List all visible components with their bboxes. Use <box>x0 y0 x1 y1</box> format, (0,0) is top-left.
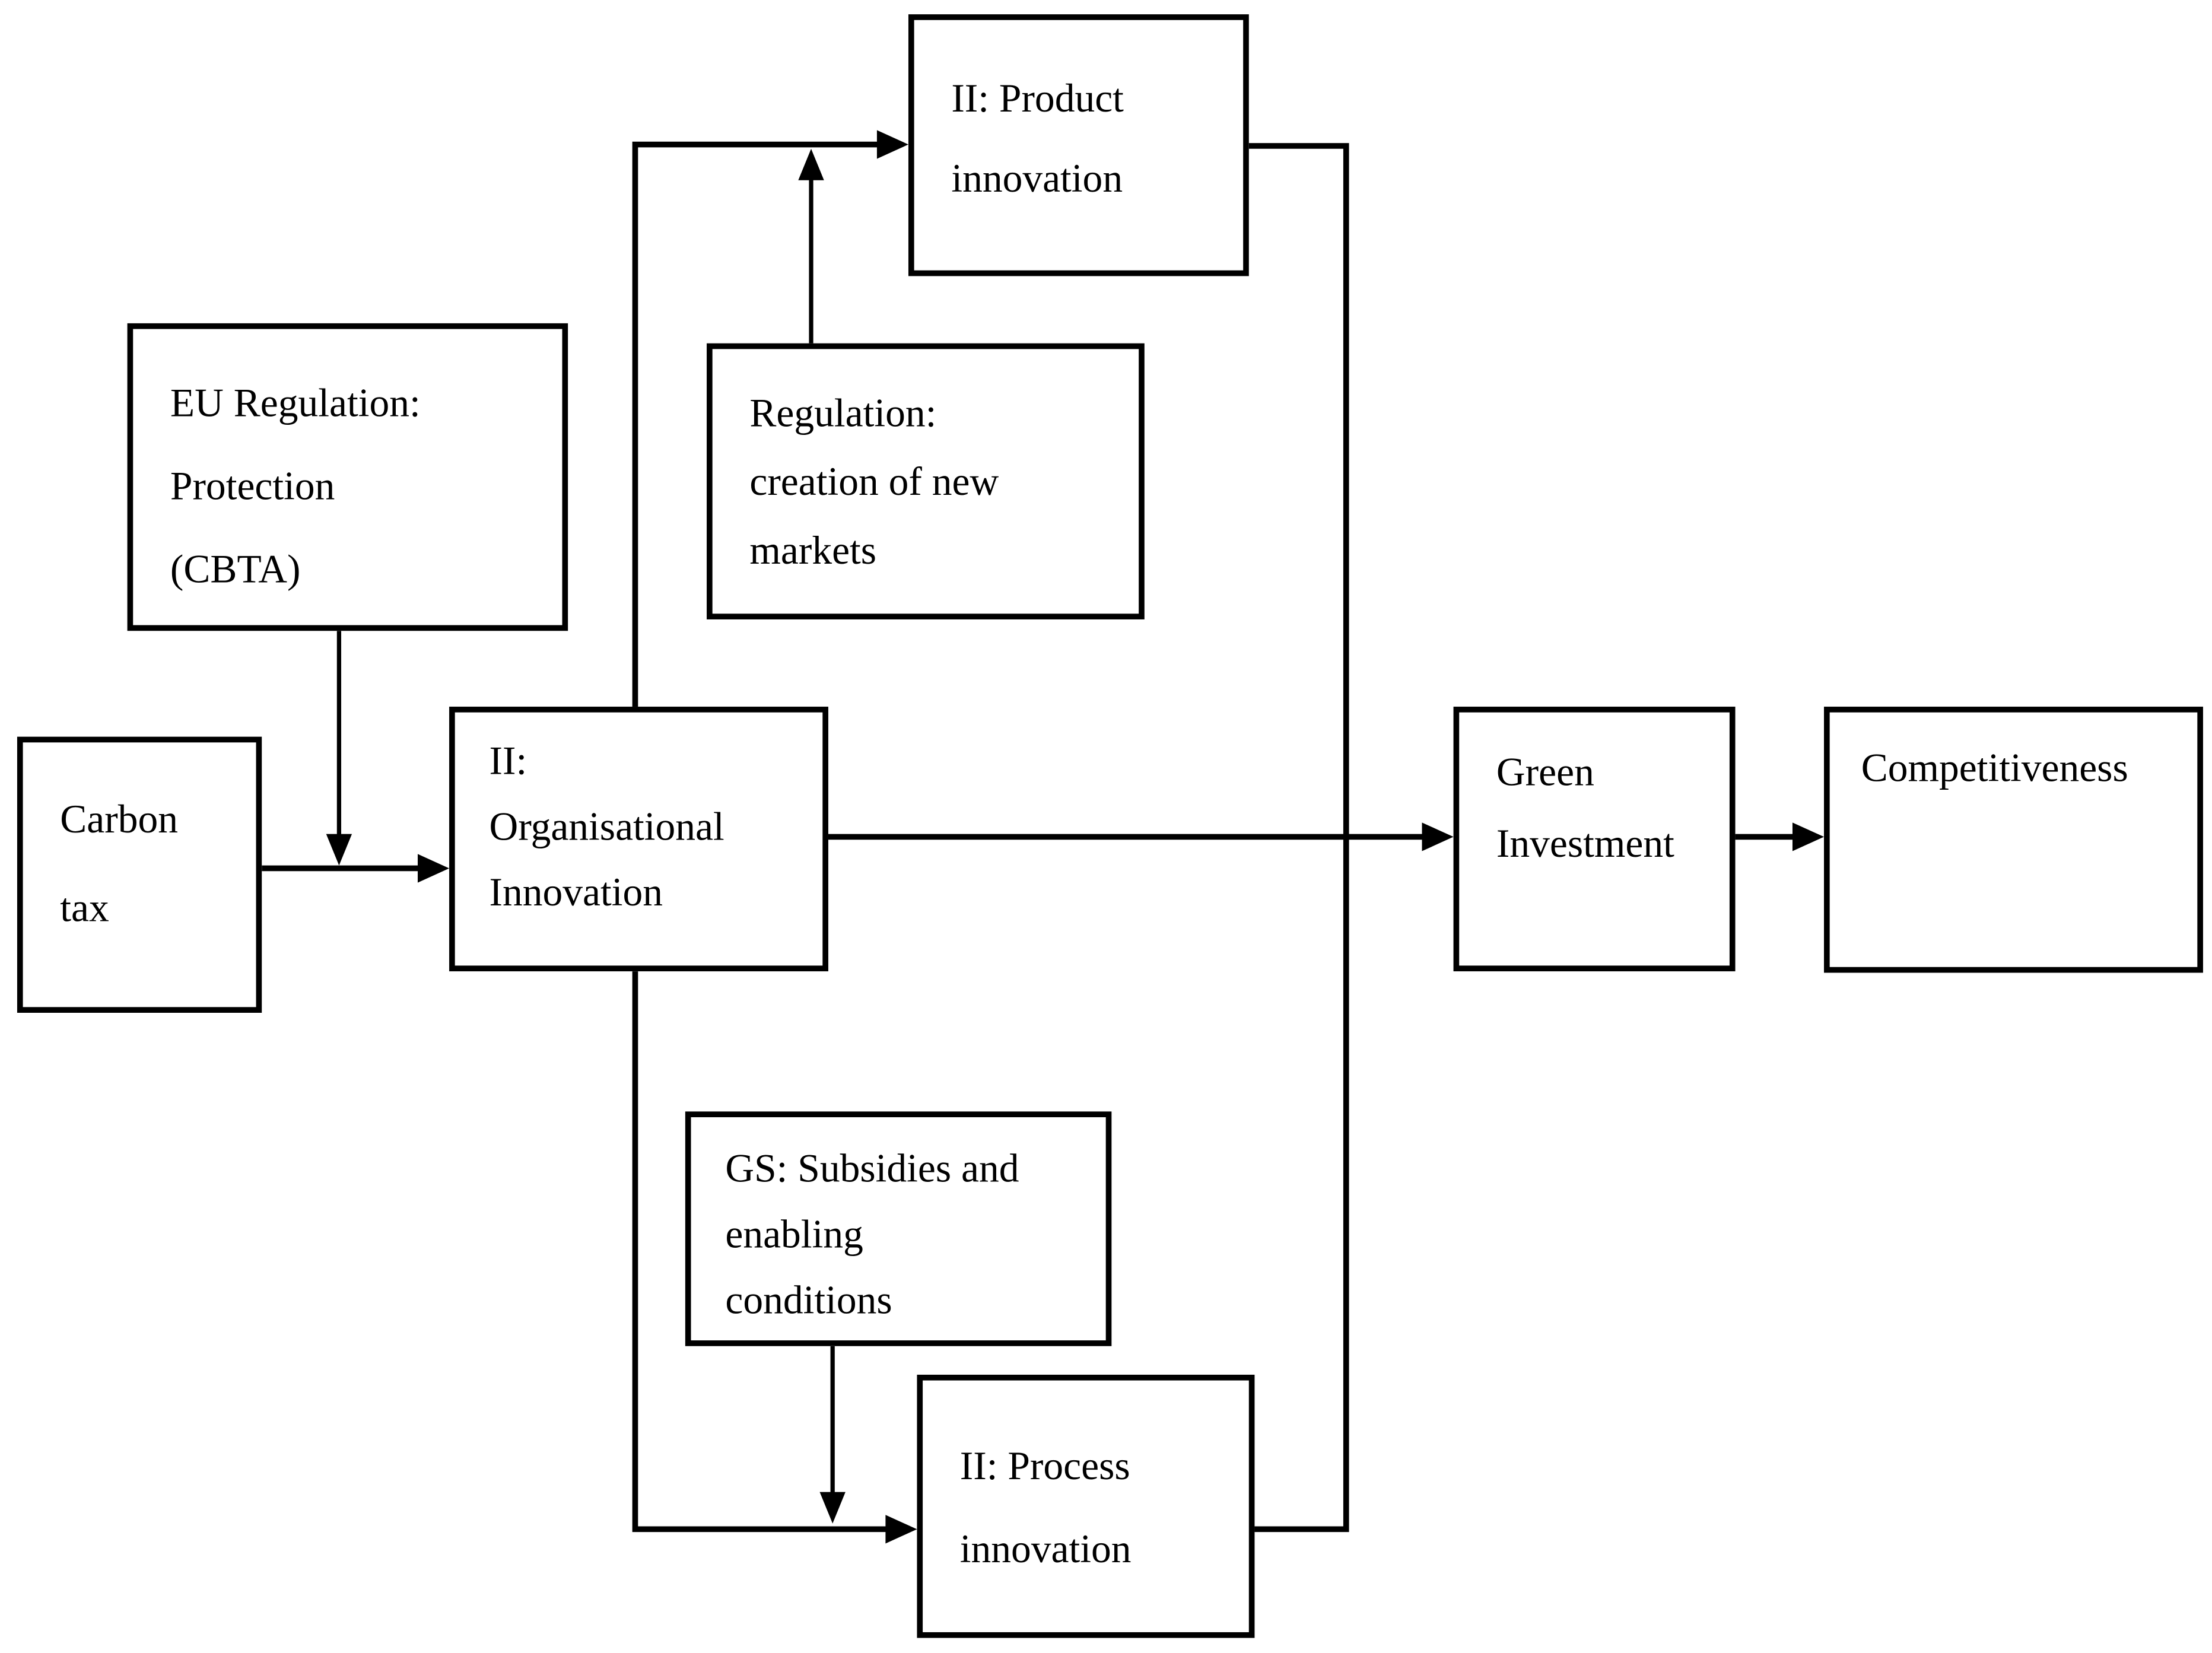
box-organisational-innovation-line: Innovation <box>489 871 663 916</box>
box-product-innovation-line: II: Product <box>951 77 1124 122</box>
arrowhead-into-organisational-innovation <box>418 854 450 883</box>
box-regulation-new-markets-line: Regulation: <box>749 392 937 437</box>
box-carbon-tax-line: tax <box>60 886 109 932</box>
box-carbon-tax-line: Carbon <box>60 798 179 843</box>
box-gs-subsidies-line: enabling <box>725 1213 863 1258</box>
box-carbon-tax: Carbon tax <box>17 736 262 1013</box>
box-gs-subsidies: GS: Subsidies and enabling conditions <box>685 1111 1112 1346</box>
box-green-investment-line: Investment <box>1496 822 1674 867</box>
box-competitiveness-line: Competitiveness <box>1861 746 2128 791</box>
box-green-investment-line: Green <box>1496 751 1594 796</box>
box-competitiveness: Competitiveness <box>1824 707 2203 973</box>
box-process-innovation-line: II: Process <box>959 1445 1130 1489</box>
box-organisational-innovation-line: II: <box>489 739 527 784</box>
box-product-innovation: II: Product innovation <box>908 14 1249 276</box>
box-gs-subsidies-line: conditions <box>725 1279 892 1324</box>
box-gs-subsidies-line: GS: Subsidies and <box>725 1147 1019 1192</box>
box-green-investment: Green Investment <box>1453 707 1736 972</box>
arrowhead-regulation-markets-up <box>798 148 824 180</box>
arrowhead-gs-subsidies-down <box>819 1492 846 1524</box>
box-eu-regulation-line: (CBTA) <box>170 548 301 593</box>
arrowhead-into-process-innovation <box>885 1515 917 1544</box>
line-org-innovation-to-product-innovation <box>632 141 882 707</box>
arrowhead-into-competitiveness <box>1792 822 1825 851</box>
box-product-innovation-line: innovation <box>951 157 1123 202</box>
arrowhead-into-product-innovation <box>876 130 908 159</box>
box-organisational-innovation: II: Organisational Innovation <box>449 707 828 972</box>
box-eu-regulation-cbta: EU Regulation: Protection (CBTA) <box>127 323 568 631</box>
box-organisational-innovation-line: Organisational <box>489 805 724 850</box>
box-eu-regulation-line: Protection <box>170 465 335 510</box>
box-process-innovation-line: innovation <box>959 1527 1132 1572</box>
box-regulation-new-markets: Regulation: creation of new markets <box>707 343 1145 619</box>
line-org-innovation-to-process-innovation <box>632 971 890 1533</box>
arrowhead-into-green-investment <box>1422 822 1454 851</box>
box-regulation-new-markets-line: markets <box>749 529 877 574</box>
arrowhead-eu-regulation-down <box>326 834 352 866</box>
box-regulation-new-markets-line: creation of new <box>749 460 999 506</box>
box-process-innovation: II: Process innovation <box>917 1374 1255 1638</box>
box-eu-regulation-line: EU Regulation: <box>170 382 421 427</box>
